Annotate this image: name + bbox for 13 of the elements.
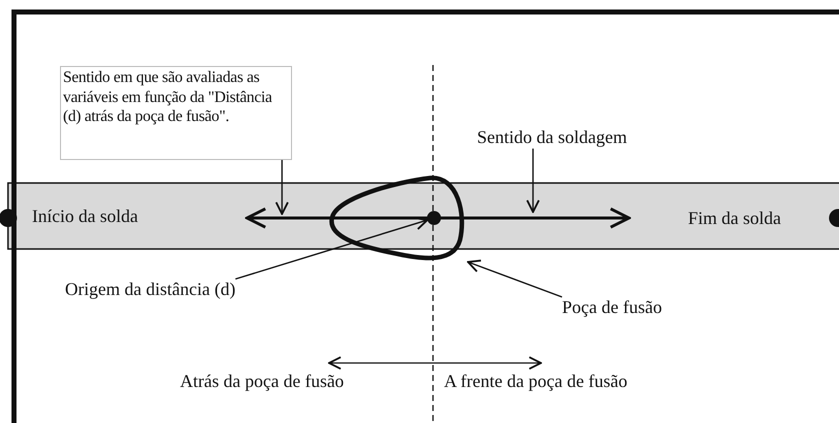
leader-line: [235, 216, 428, 280]
leader-line: [526, 148, 540, 213]
label: Poça de fusão: [562, 297, 662, 319]
label: A frente da poça de fusão: [444, 371, 628, 393]
label: Sentido da soldagem: [477, 127, 627, 149]
note-box: Sentido em que são avaliadas as variáveis em função da "Distância (d) atrás da poça de fusão".: [60, 66, 292, 160]
label: Origem da distância (d): [65, 279, 236, 301]
label: Atrás da poça de fusão: [180, 371, 344, 393]
label: Fim da solda: [688, 208, 781, 230]
leader-line: [467, 260, 562, 298]
leader-line: [275, 160, 289, 215]
label: Início da solda: [32, 206, 138, 228]
dot-marker: [0, 209, 17, 227]
